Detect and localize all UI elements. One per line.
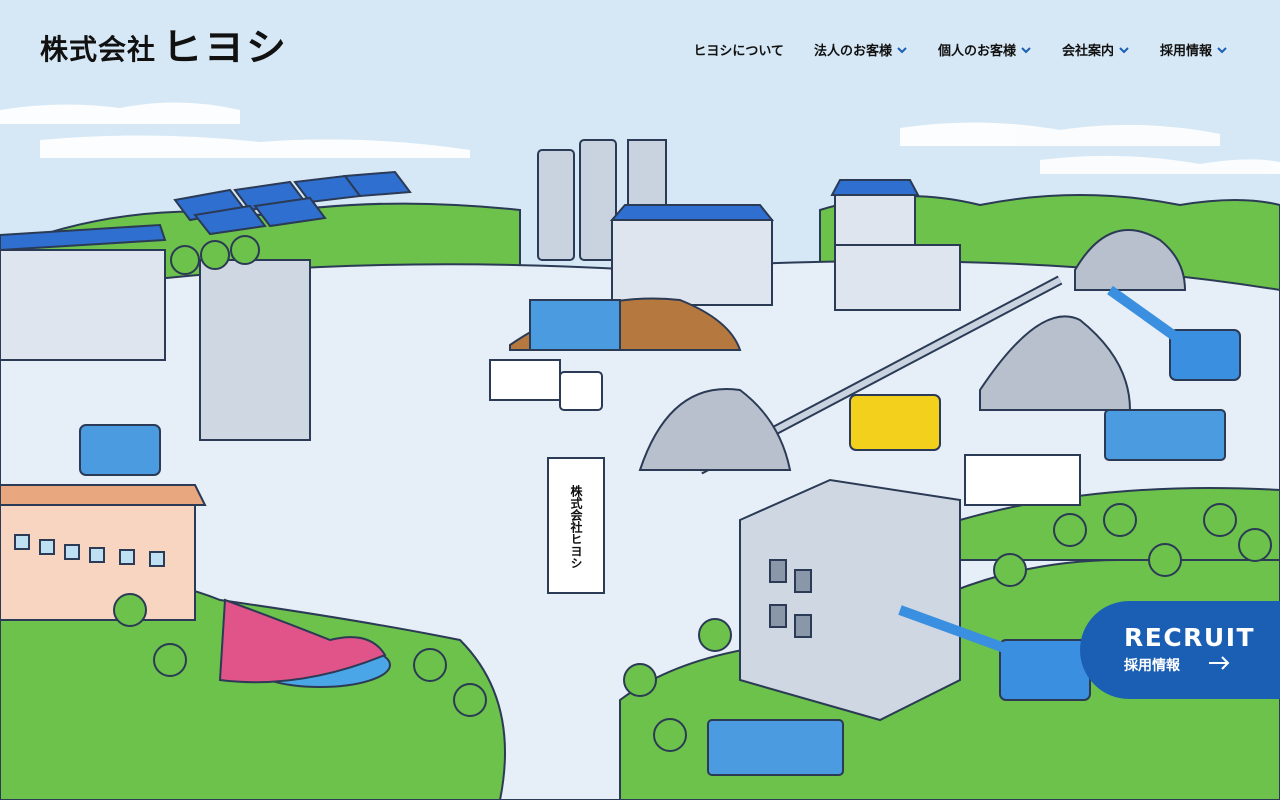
nav-item-label: 採用情報 <box>1159 44 1212 59</box>
nav-item-label: 法人のお客様 <box>813 44 892 59</box>
arrow-right-icon <box>1209 656 1230 670</box>
heavy-machinery <box>849 285 1241 701</box>
office-building <box>0 484 207 621</box>
nav-item-about[interactable]: ヒヨシについて <box>693 40 784 59</box>
nav-item-label: 個人のお客様 <box>937 44 1016 59</box>
recruit-subtitle: 採用情報 <box>1124 658 1180 674</box>
nav-item-individual[interactable]: 個人のお客様 <box>938 40 1032 59</box>
demolition-building <box>739 478 961 722</box>
nav-item-label: ヒヨシについて <box>693 44 784 59</box>
factory-buildings <box>0 179 961 441</box>
trees <box>113 235 1272 752</box>
nav-item-label: 会社案内 <box>1061 44 1114 59</box>
nav-item-corporate[interactable]: 法人のお客様 <box>814 40 908 59</box>
company-sign: 株式会社ヒヨシ <box>547 457 605 594</box>
nav-item-company[interactable]: 会社案内 <box>1062 40 1130 59</box>
chevron-down-icon <box>1119 46 1129 53</box>
chevron-down-icon <box>897 46 907 53</box>
main-nav: ヒヨシについて 法人のお客様 個人のお客様 会社案内 採用情報 <box>693 40 1228 59</box>
nav-item-recruit[interactable]: 採用情報 <box>1160 40 1228 59</box>
clouds <box>0 102 1280 174</box>
solar-panels <box>173 170 412 236</box>
chevron-down-icon <box>1217 46 1227 53</box>
chevron-down-icon <box>1021 46 1031 53</box>
site-header: 株式会社 ヒヨシ ヒヨシについて 法人のお客様 個人のお客様 会社案内 採用情報 <box>0 0 1280 100</box>
company-logo[interactable]: 株式会社 ヒヨシ <box>40 28 288 68</box>
trucks <box>79 299 1226 776</box>
recruit-button[interactable]: RECRUIT 採用情報 <box>1080 601 1280 699</box>
recruit-title: RECRUIT <box>1124 623 1256 652</box>
sign-text: 株式会社ヒヨシ <box>569 484 583 569</box>
logo-name: ヒヨシ <box>162 26 289 70</box>
logo-prefix: 株式会社 <box>40 33 157 66</box>
crocodile-pond <box>218 598 391 688</box>
